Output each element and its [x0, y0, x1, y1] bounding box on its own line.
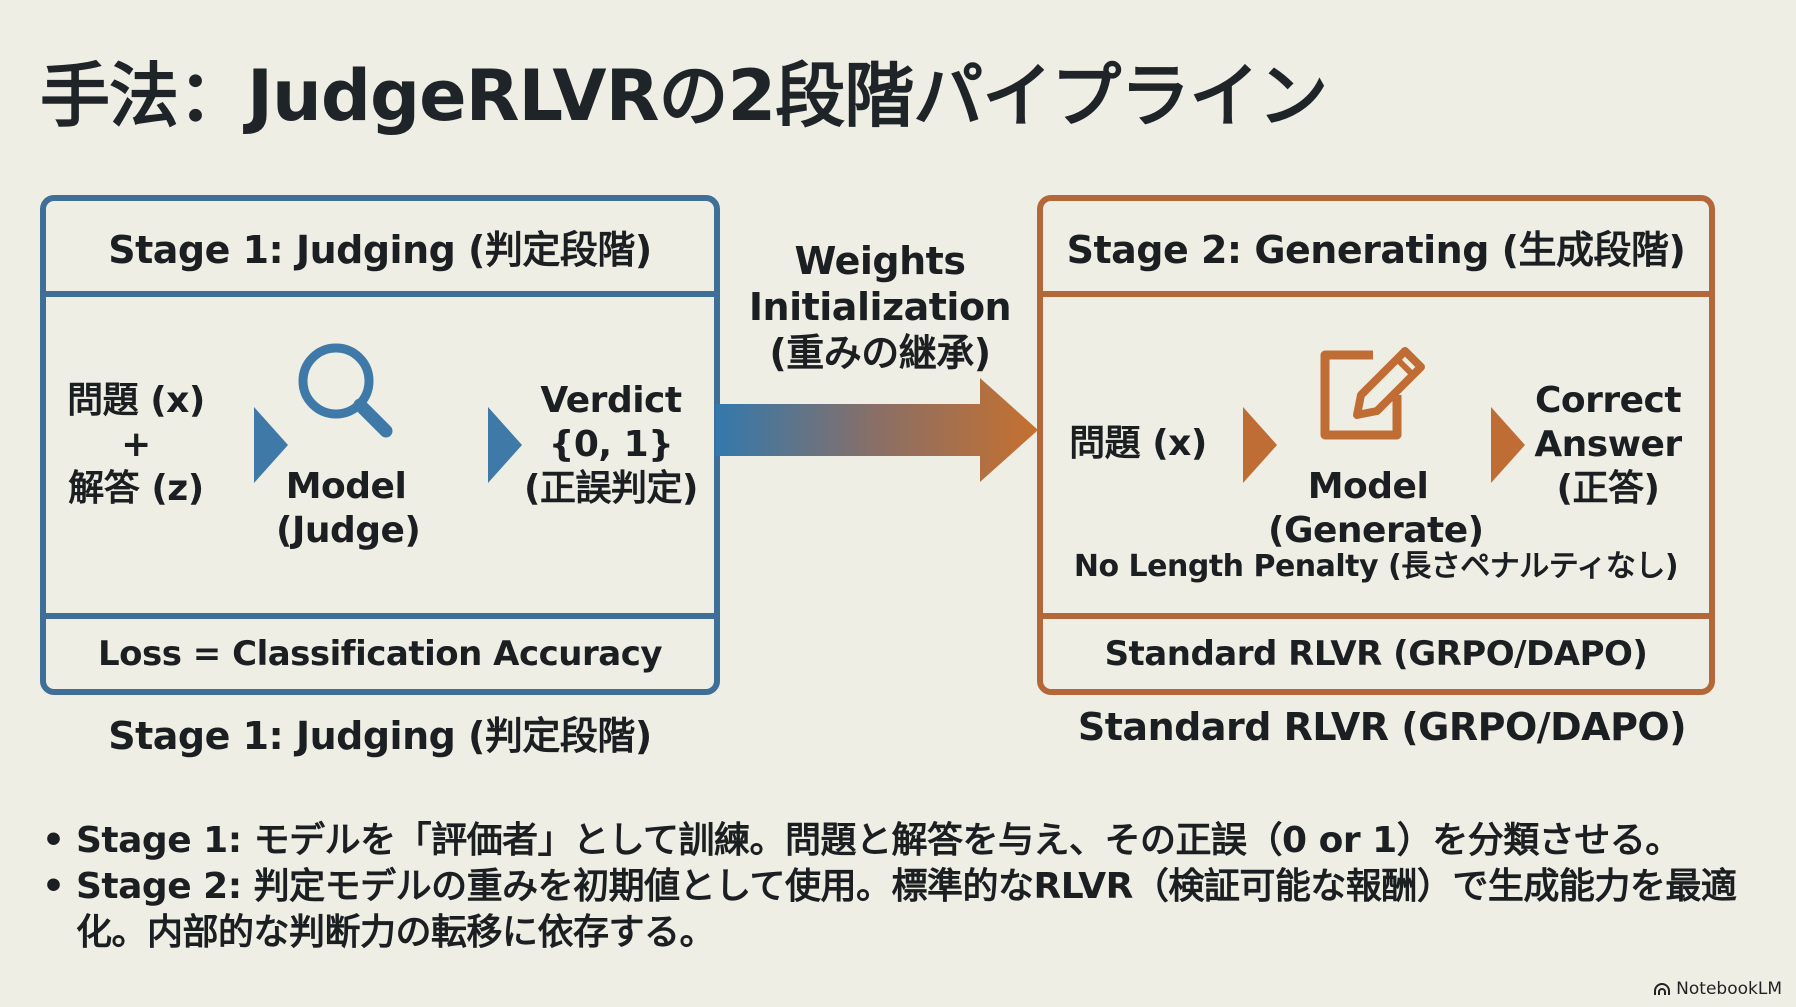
stage1-footer: Loss = Classification Accuracy: [46, 613, 714, 689]
stage2-header: Stage 2: Generating (生成段階): [1043, 201, 1709, 297]
stage1-model-label: Model: [285, 466, 407, 507]
stage1-box: Stage 1: Judging (判定段階) 問題 (x) + 解答 (z) …: [40, 195, 720, 695]
stage1-arrow-2: [488, 407, 522, 483]
brand-name: NotebookLM: [1676, 979, 1782, 999]
stage2-output-line2: Answer: [1534, 424, 1682, 465]
stage2-model-role: (Generate): [1268, 510, 1484, 551]
stage1-output-values: {0, 1}: [548, 424, 674, 465]
stage2-input: 問題 (x): [1069, 423, 1207, 464]
edit-icon: [1320, 347, 1425, 440]
weights-line3: (重みの継承): [769, 331, 991, 375]
bullet-dot-icon: •: [42, 820, 65, 861]
weights-transfer-arrow-icon: [716, 378, 1038, 482]
brand-watermark: NotebookLM: [1653, 979, 1782, 999]
stage2-model-label: Model: [1307, 466, 1429, 507]
bullet-list: • Stage 1: モデルを「評価者」として訓練。問題と解答を与え、その正誤（…: [42, 818, 1762, 956]
bullet-item: • Stage 2: 判定モデルの重みを初期値として使用。標準的なRLVR（検証…: [42, 864, 1762, 956]
stage2-arrow-1: [1243, 407, 1277, 483]
stage2-output: Correct Answer (正答): [1523, 379, 1693, 511]
stage2-output-line1: Correct: [1534, 380, 1682, 421]
stage2-note: No Length Penalty (長さペナルティなし): [1073, 549, 1679, 584]
stage1-input-answer: 解答 (z): [68, 468, 204, 509]
bullet-text: Stage 1: モデルを「評価者」として訓練。問題と解答を与え、その正誤（0 …: [76, 820, 1681, 861]
stage1-output-verdict: Verdict: [540, 380, 682, 421]
slide-title: 手法：JudgeRLVRの2段階パイプライン: [40, 55, 1328, 137]
stage2-body: 問題 (x) Model (Generate) Correct Answer (…: [1043, 297, 1709, 613]
weights-line1: Weights: [794, 239, 966, 283]
stage1-input-plus: +: [121, 424, 151, 465]
stage2-model: Model (Generate): [1268, 465, 1484, 553]
stage1-body: 問題 (x) + 解答 (z) Model (Judge) Verdict {0…: [46, 297, 714, 613]
stage1-output-jp: (正誤判定): [524, 468, 698, 509]
stage1-arrow-1: [254, 407, 288, 483]
stage1-input-problem: 問題 (x): [67, 380, 205, 421]
stage1-input: 問題 (x) + 解答 (z): [66, 379, 206, 511]
stage2-footer: Standard RLVR (GRPO/DAPO): [1043, 613, 1709, 689]
stage1-header: Stage 1: Judging (判定段階): [46, 201, 714, 297]
stage2-caption: Standard RLVR (GRPO/DAPO): [1077, 705, 1687, 749]
stage1-model: Model (Judge): [276, 465, 421, 553]
notebooklm-logo-icon: [1654, 983, 1671, 995]
stage1-model-role: (Judge): [276, 510, 421, 551]
stage2-arrow-2: [1491, 407, 1525, 483]
weights-line2: Initialization: [748, 285, 1012, 329]
bullet-item: • Stage 1: モデルを「評価者」として訓練。問題と解答を与え、その正誤（…: [42, 818, 1762, 864]
weights-initialization-label: Weights Initialization (重みの継承): [740, 238, 1020, 376]
bullet-dot-icon: •: [42, 866, 65, 907]
magnifier-icon: [298, 343, 393, 438]
bullet-text: Stage 2: 判定モデルの重みを初期値として使用。標準的なRLVR（検証可能…: [76, 866, 1737, 953]
stage2-output-jp: (正答): [1556, 468, 1660, 509]
stage1-caption: Stage 1: Judging (判定段階): [108, 714, 652, 758]
stage2-box: Stage 2: Generating (生成段階) 問題 (x) Model …: [1037, 195, 1715, 695]
stage1-output: Verdict {0, 1} (正誤判定): [516, 379, 706, 511]
